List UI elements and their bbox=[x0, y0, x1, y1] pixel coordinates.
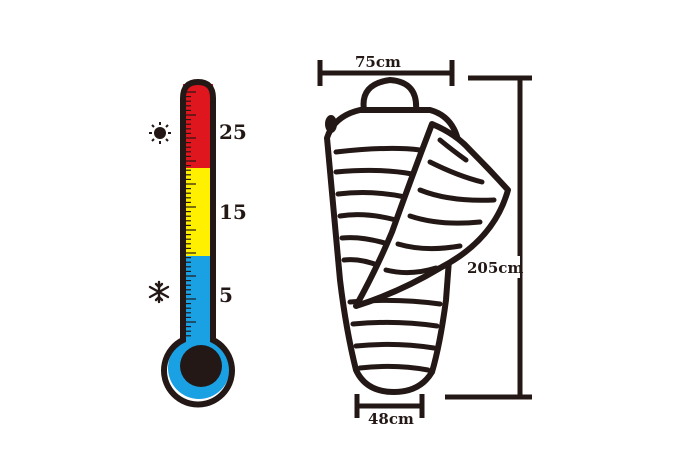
thermo-outline bbox=[161, 78, 235, 408]
length-label: 205cm bbox=[467, 259, 523, 277]
top-width-label: 75cm bbox=[355, 53, 401, 71]
length-label-bg bbox=[466, 256, 520, 278]
dimension-lines bbox=[317, 60, 532, 418]
thermometer: 25 15 5 bbox=[148, 78, 247, 408]
bag-baffles bbox=[333, 145, 443, 373]
bottom-width-dimension bbox=[354, 394, 425, 418]
thermo-label-15: 15 bbox=[219, 200, 247, 224]
thermo-hot-segment bbox=[183, 84, 213, 168]
sleeping-bag bbox=[324, 77, 511, 395]
thermo-ticks bbox=[183, 91, 196, 337]
bottom-width-label: 48cm bbox=[368, 410, 414, 428]
length-dimension bbox=[445, 75, 532, 400]
bag-flap bbox=[353, 121, 511, 309]
thermo-label-25: 25 bbox=[219, 120, 247, 144]
bag-flap-baffles bbox=[383, 137, 497, 276]
bag-toggle bbox=[325, 115, 337, 133]
top-width-dimension bbox=[317, 60, 455, 86]
sun-icon bbox=[149, 122, 171, 144]
snowflake-icon bbox=[148, 280, 170, 304]
bag-hood bbox=[360, 77, 420, 113]
thermo-bulb-core bbox=[180, 345, 222, 387]
thermo-label-5: 5 bbox=[219, 283, 233, 307]
